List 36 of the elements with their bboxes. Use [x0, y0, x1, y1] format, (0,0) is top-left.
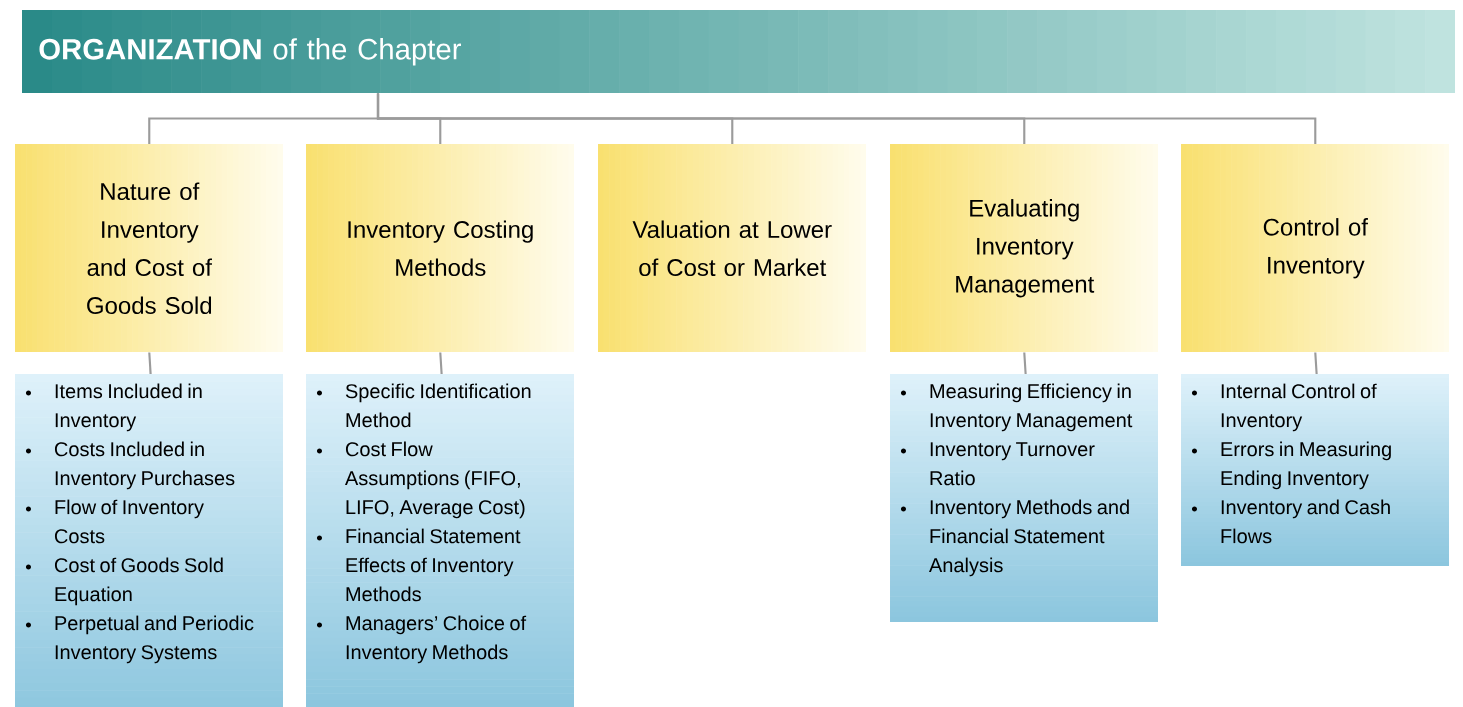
- topic-list-box: [306, 374, 574, 707]
- topic-list-box: [1181, 374, 1449, 566]
- bullet-item: Inventory Methods and Financial Statement Analysis: [929, 499, 1129, 577]
- connector-line: [1023, 352, 1027, 375]
- topic-box: Control of Inventory: [1181, 144, 1449, 352]
- title-banner: ORGANIZATION of the Chapter: [22, 10, 1455, 93]
- topic-box: Nature of Inventory and Cost of Goods Sold: [15, 144, 283, 352]
- node-label: Evaluating Inventory Management: [956, 199, 1095, 298]
- topic-list-box: [890, 374, 1158, 622]
- bullet-item: Cost of Goods Sold Equation: [54, 557, 223, 606]
- node-label: ORGANIZATION of the Chapter: [39, 38, 461, 66]
- node-label: Valuation at Lower of Cost or Market: [632, 220, 832, 277]
- bullet-item: Measuring Efficiency in Inventory Management: [930, 383, 1133, 432]
- bullet-item: Inventory Turnover Ratio: [930, 442, 1095, 486]
- node-label: Inventory Costing Methods: [348, 220, 533, 277]
- connector-line: [148, 352, 152, 375]
- connector-line: [376, 93, 1317, 144]
- topic-box: Evaluating Inventory Management: [890, 144, 1158, 352]
- connector-line: [439, 352, 443, 375]
- bullet-item: Costs Included in Inventory Purchases: [54, 441, 235, 490]
- bullet-item: Errors in Measuring Ending Inventory: [1221, 441, 1391, 490]
- bullet-item: Items Included in Inventory: [55, 383, 202, 432]
- bullet-item: Inventory and Cash Flows: [1221, 499, 1390, 544]
- bullet-item: Flow of Inventory Costs: [54, 499, 204, 544]
- bullet-item: Internal Control of Inventory: [1221, 383, 1377, 432]
- node-label: Control of Inventory: [1263, 218, 1368, 279]
- bullet-item: Specific Identification Method: [345, 383, 531, 428]
- connector-line: [1314, 352, 1318, 375]
- bullet-item: Cost Flow Assumptions (FIFO, LIFO, Average Cost): [345, 441, 525, 519]
- topic-list-box: [15, 374, 283, 707]
- bullet-item: Perpetual and Periodic Inventory Systems: [55, 615, 254, 664]
- bullet-item: Financial Statement Effects of Inventory Methods: [346, 528, 521, 602]
- bullet-item: Managers’ Choice of Inventory Methods: [346, 615, 527, 664]
- topic-box: Valuation at Lower of Cost or Market: [598, 144, 866, 352]
- topic-box: Inventory Costing Methods: [306, 144, 574, 352]
- node-label: Nature of Inventory and Cost of Goods Sold: [87, 182, 212, 315]
